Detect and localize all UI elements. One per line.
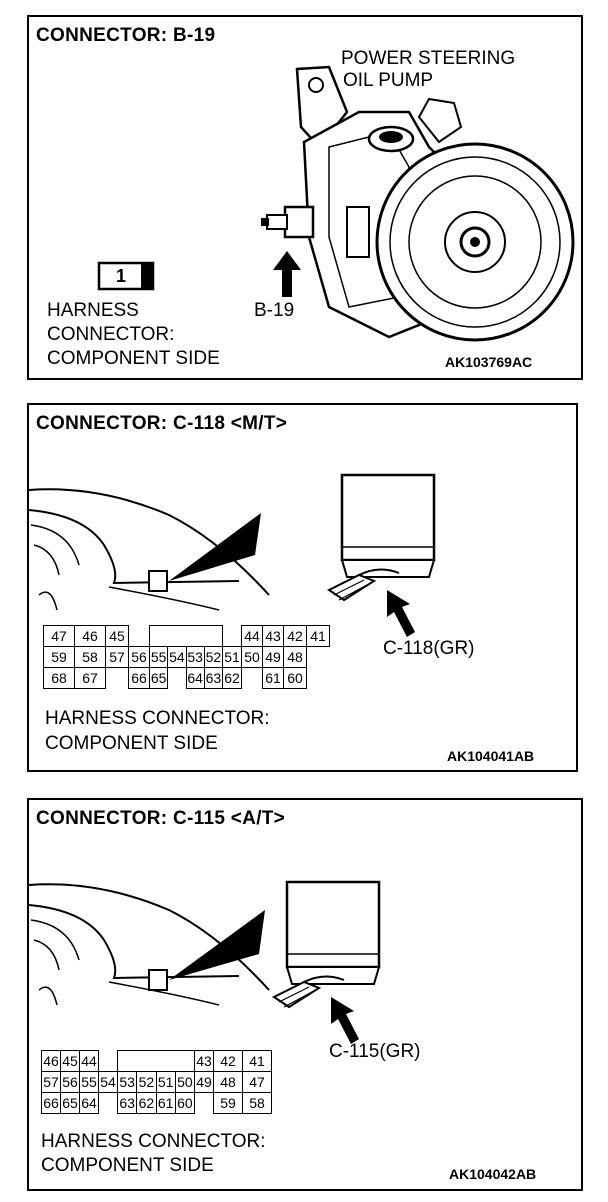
connector-label: C-118(GR) xyxy=(383,638,475,659)
pin-cell: 63 xyxy=(116,1092,138,1114)
pin-cell: 60 xyxy=(174,1092,196,1114)
pin-cell: 52 xyxy=(203,646,224,668)
harness-label-line1: HARNESS xyxy=(47,300,139,321)
pin-cell: 41 xyxy=(306,625,330,647)
panel-title: CONNECTOR: B-19 xyxy=(36,25,216,46)
pin-cell: 55 xyxy=(148,646,169,668)
pin-cell: 44 xyxy=(79,1050,99,1072)
pin-cell: 42 xyxy=(283,625,307,647)
pin-cell: 62 xyxy=(222,667,242,689)
pin-number: 1 xyxy=(116,266,127,286)
pin-cell: 54 xyxy=(167,646,187,668)
pin-cell: 45 xyxy=(60,1050,80,1072)
pin-cell: 52 xyxy=(136,1071,157,1093)
pin-cell: 59 xyxy=(213,1092,243,1114)
pin-layout-table: 47 46 45 44 43 42 41 59 58 57 56 55 54 5… xyxy=(43,625,330,689)
pin-cell: 47 xyxy=(43,625,75,647)
harness-label-line3: COMPONENT SIDE xyxy=(47,348,220,369)
pin-cell: 67 xyxy=(74,667,106,689)
component-label-line2: OIL PUMP xyxy=(343,70,434,91)
pin-cell: 41 xyxy=(242,1050,272,1072)
pin-cell: 51 xyxy=(155,1071,176,1093)
pin-cell: 48 xyxy=(213,1071,243,1093)
pin-cell: 50 xyxy=(174,1071,196,1093)
pin-cell: 42 xyxy=(213,1050,243,1072)
figure-code: AK104041AB xyxy=(447,748,535,764)
pin-cell: 57 xyxy=(105,646,129,668)
panel-title: CONNECTOR: C-118 <M/T> xyxy=(36,413,288,434)
component-label-line1: POWER STEERING xyxy=(341,48,516,69)
pin-cell: 43 xyxy=(194,1050,214,1072)
pin-cell: 66 xyxy=(128,667,150,689)
pin-cell: 58 xyxy=(242,1092,272,1114)
pin-cell: 51 xyxy=(222,646,242,668)
harness-label-line1: HARNESS CONNECTOR: xyxy=(41,1131,266,1152)
pin-cell: 68 xyxy=(43,667,75,689)
harness-label-line2: COMPONENT SIDE xyxy=(45,733,218,754)
pin-cell: 56 xyxy=(128,646,150,668)
power-steering-pump-illustration xyxy=(97,65,575,342)
pin-cell: 65 xyxy=(148,667,169,689)
pin-cell: 63 xyxy=(203,667,224,689)
pin-cell: 49 xyxy=(262,646,284,668)
pin-cell: 65 xyxy=(60,1092,80,1114)
pin-cell: 46 xyxy=(74,625,106,647)
pin-cell: 50 xyxy=(241,646,263,668)
pin-cell: 49 xyxy=(194,1071,214,1093)
connector-label: C-115(GR) xyxy=(329,1041,421,1062)
connector-c118-panel: CONNECTOR: C-118 <M/T> C-118(GR) 47 46 4… xyxy=(27,403,578,772)
figure-code: AK104042AB xyxy=(449,1166,537,1182)
connector-c115-panel: CONNECTOR: C-115 <A/T> C-115(GR) 46 45 4… xyxy=(27,798,583,1191)
pin-cell: 48 xyxy=(283,646,307,668)
pin-layout-table: 46 45 44 43 42 41 57 56 55 54 53 52 51 5… xyxy=(41,1050,272,1114)
pin-cell: 61 xyxy=(262,667,284,689)
pin-cell: 54 xyxy=(98,1071,118,1093)
pin-cell: 59 xyxy=(43,646,75,668)
connector-label: B-19 xyxy=(254,300,295,321)
pin-cell: 53 xyxy=(116,1071,138,1093)
harness-label-line2: CONNECTOR: xyxy=(47,324,175,345)
pin-cell: 47 xyxy=(242,1071,272,1093)
pin-cell: 58 xyxy=(74,646,106,668)
dashboard-location-illustration xyxy=(29,473,436,637)
harness-label-line2: COMPONENT SIDE xyxy=(41,1155,214,1176)
pin-cell: 60 xyxy=(283,667,307,689)
pin-cell: 64 xyxy=(79,1092,99,1114)
figure-code: AK103769AC xyxy=(445,354,533,370)
pin-cell: 56 xyxy=(60,1071,80,1093)
pin-cell: 55 xyxy=(79,1071,99,1093)
pin-cell: 57 xyxy=(41,1071,61,1093)
pin-cell: 66 xyxy=(41,1092,61,1114)
harness-label-line1: HARNESS CONNECTOR: xyxy=(45,708,270,729)
pin-cell: 64 xyxy=(185,667,205,689)
pin-cell: 46 xyxy=(41,1050,61,1072)
pin-cell: 62 xyxy=(136,1092,157,1114)
pin-cell: 45 xyxy=(105,625,129,647)
dashboard-location-illustration xyxy=(29,880,381,1044)
connector-b19-panel: CONNECTOR: B-19 POWER STEERING OIL PUMP … xyxy=(27,15,583,380)
pin-cell: 61 xyxy=(155,1092,176,1114)
pin-cell: 44 xyxy=(241,625,263,647)
pin-cell: 53 xyxy=(185,646,205,668)
pin-cell: 43 xyxy=(262,625,284,647)
panel-title: CONNECTOR: C-115 <A/T> xyxy=(36,808,286,829)
